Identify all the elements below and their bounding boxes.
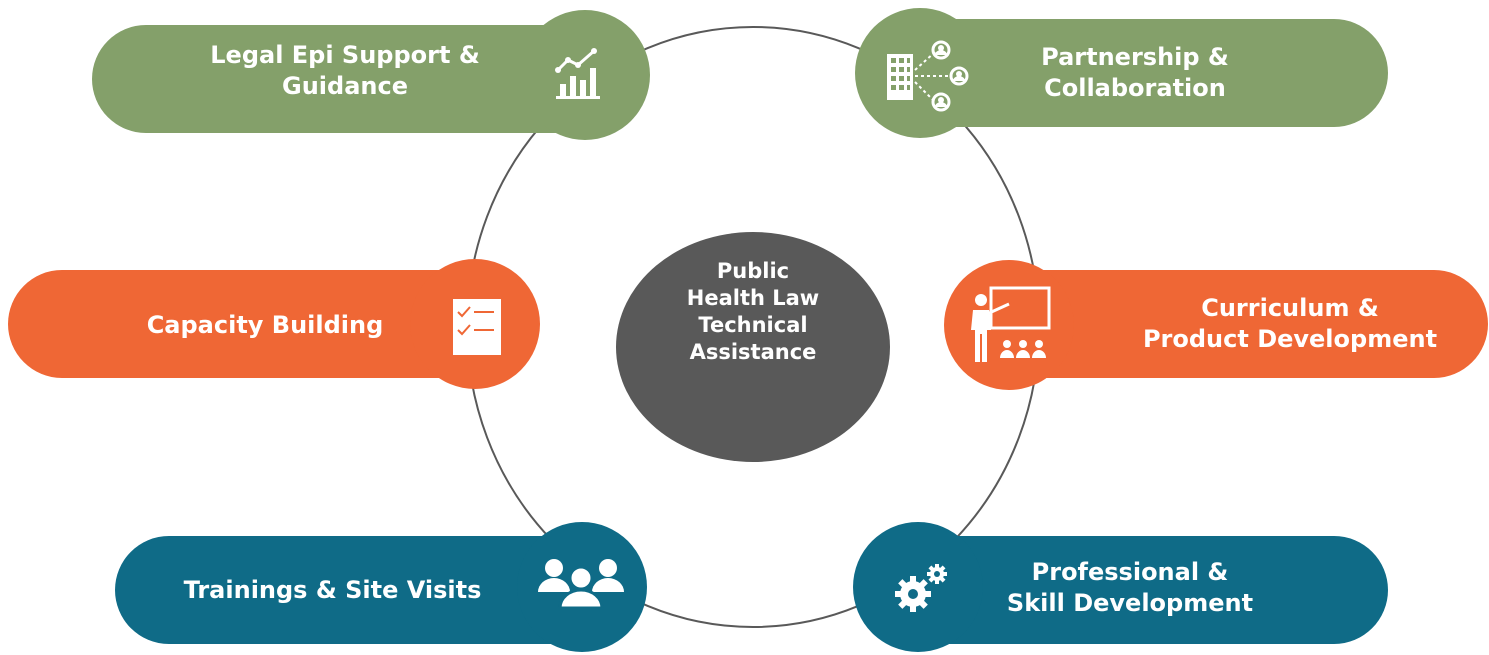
node-label-line: Collaboration <box>1044 74 1226 102</box>
checklist-icon <box>453 299 501 355</box>
node-label-line: Product Development <box>1142 325 1438 353</box>
node-label-line: Capacity Building <box>146 311 384 339</box>
node-label-line: Legal Epi Support & <box>210 41 480 69</box>
center-label-line: Assistance <box>689 340 817 364</box>
node-label-line: Curriculum & <box>1201 294 1379 322</box>
center-hub <box>616 232 890 462</box>
group-people-icon <box>538 559 624 610</box>
organization-network-icon <box>887 40 969 112</box>
chart-growth-icon <box>555 48 600 99</box>
node-label-line: Partnership & <box>1041 43 1229 71</box>
node-label-line: Professional & <box>1031 558 1229 586</box>
center-hub-label: Public Health Law Technical Assistance <box>616 258 890 366</box>
node-label-line: Guidance <box>282 72 408 100</box>
center-label-line: Health Law <box>686 286 820 310</box>
presenter-classroom-icon <box>971 286 1051 362</box>
gears-icon <box>895 564 947 612</box>
node-label-line: Trainings & Site Visits <box>183 576 482 604</box>
center-label-line: Public <box>716 259 790 283</box>
node-label-line: Skill Development <box>1006 589 1254 617</box>
center-label-line: Technical <box>698 313 808 337</box>
